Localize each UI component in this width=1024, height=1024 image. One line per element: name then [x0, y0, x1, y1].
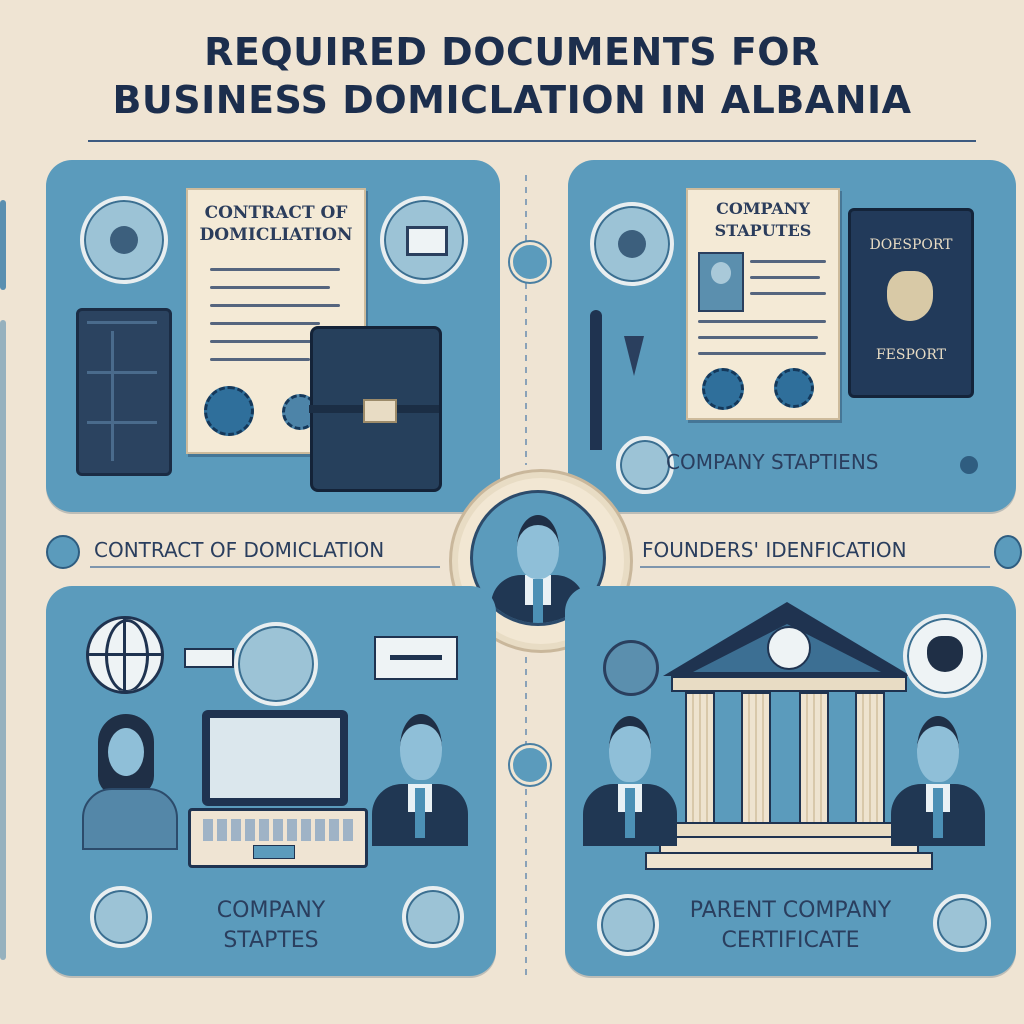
- eagle-emblem-medallion-icon: [903, 614, 987, 698]
- connector-dot-bottom: [510, 745, 550, 785]
- woman-person-icon: [76, 714, 180, 850]
- briefcase-icon: [309, 326, 442, 492]
- contract-doc-title-line1: CONTRACT OF: [204, 203, 348, 223]
- globe-icon: [86, 616, 164, 694]
- pen-icon: [590, 310, 602, 450]
- statutes-doc-title-line1: COMPANY: [716, 199, 810, 218]
- title-divider: [88, 140, 976, 142]
- middle-label-left-underline: [90, 566, 440, 568]
- center-divider-top: [525, 175, 527, 465]
- founders-label-badge-icon: [994, 535, 1022, 569]
- statutes-doc-title-line2: STAPUTES: [714, 221, 812, 240]
- company-statutes-caption: COMPANY STAPTIENS: [666, 450, 879, 474]
- left-edge-bar-bottom: [0, 320, 6, 960]
- stamp-seal-icon-2: [774, 368, 814, 408]
- photo-id-icon: [698, 252, 744, 312]
- bottom-right-caption-line1: PARENT COMPANY: [689, 898, 892, 923]
- passport-icon: DOESPORT FESPORT: [848, 208, 974, 398]
- page-title-line1: REQUIRED DOCUMENTS FOR: [204, 30, 820, 74]
- bottom-left-caption-line1: COMPANY: [216, 898, 326, 923]
- bottom-right-caption-line2: CERTIFICATE: [721, 928, 860, 953]
- passport-bottom-text: FESPORT: [875, 347, 947, 363]
- stamp-medallion-icon: [597, 894, 659, 956]
- seal-medallion-icon: [80, 196, 168, 284]
- emblem-decorative-icon: [603, 640, 659, 696]
- person-medallion-icon: [616, 436, 674, 494]
- statutes-document: COMPANY STAPUTES: [686, 188, 840, 420]
- panel-company-statutes: COMPANY STAPUTES DOESPORT FESPORT COMPAN…: [568, 160, 1016, 512]
- contract-doc-title-line2: DOMICLIATION: [199, 225, 353, 245]
- wrench-medallion-icon: [402, 886, 464, 948]
- contract-label-badge-icon: [46, 535, 80, 569]
- man-person-icon: [364, 714, 474, 846]
- panel-contract-of-domiciliation: CONTRACT OF DOMICLIATION: [46, 160, 500, 512]
- person-medallion-icon: [90, 886, 152, 948]
- stamp-seal-icon: [204, 386, 254, 436]
- bank-building-icon: [645, 602, 933, 884]
- decorative-dot: [960, 456, 978, 474]
- id-card-icon: [374, 636, 458, 680]
- panel-founders-identification: COMPANY STAPTES: [46, 586, 496, 976]
- filing-cabinet-icon: [76, 308, 172, 476]
- stamp-seal-icon: [702, 368, 744, 410]
- laptop-keyboard: [188, 808, 368, 868]
- panel-parent-company-certificate: PARENT COMPANY CERTIFICATE: [565, 586, 1016, 976]
- man-person-icon-right: [887, 716, 987, 846]
- page-title-line2: BUSINESS DOMICLATION IN ALBANIA: [112, 78, 912, 122]
- card-icon: [184, 648, 234, 668]
- center-divider-bottom: [525, 645, 527, 975]
- pen-nib-icon: [624, 336, 644, 376]
- link-medallion-icon: [933, 894, 991, 952]
- seal-medallion-icon: [590, 202, 674, 286]
- contract-document: CONTRACT OF DOMICLIATION: [186, 188, 366, 454]
- connector-dot-top: [510, 242, 550, 282]
- bottom-left-caption-line2: STAPTES: [223, 928, 319, 953]
- laptop-icon: [202, 710, 348, 806]
- eagle-emblem-icon: [887, 271, 933, 321]
- passport-top-text: DOESPORT: [869, 237, 953, 253]
- document-medallion-icon: [380, 196, 468, 284]
- eagle-emblem-icon: [767, 626, 811, 670]
- founder-avatar: [452, 472, 630, 650]
- man-person-icon-left: [579, 716, 679, 846]
- left-edge-bar-top: [0, 200, 6, 290]
- middle-label-right-underline: [640, 566, 990, 568]
- middle-label-right: FOUNDERS' IDENFICATION: [642, 538, 907, 562]
- middle-label-left: CONTRACT OF DOMICLATION: [94, 538, 385, 562]
- person-icon: [517, 515, 559, 579]
- stamp-medallion-icon: [234, 622, 318, 706]
